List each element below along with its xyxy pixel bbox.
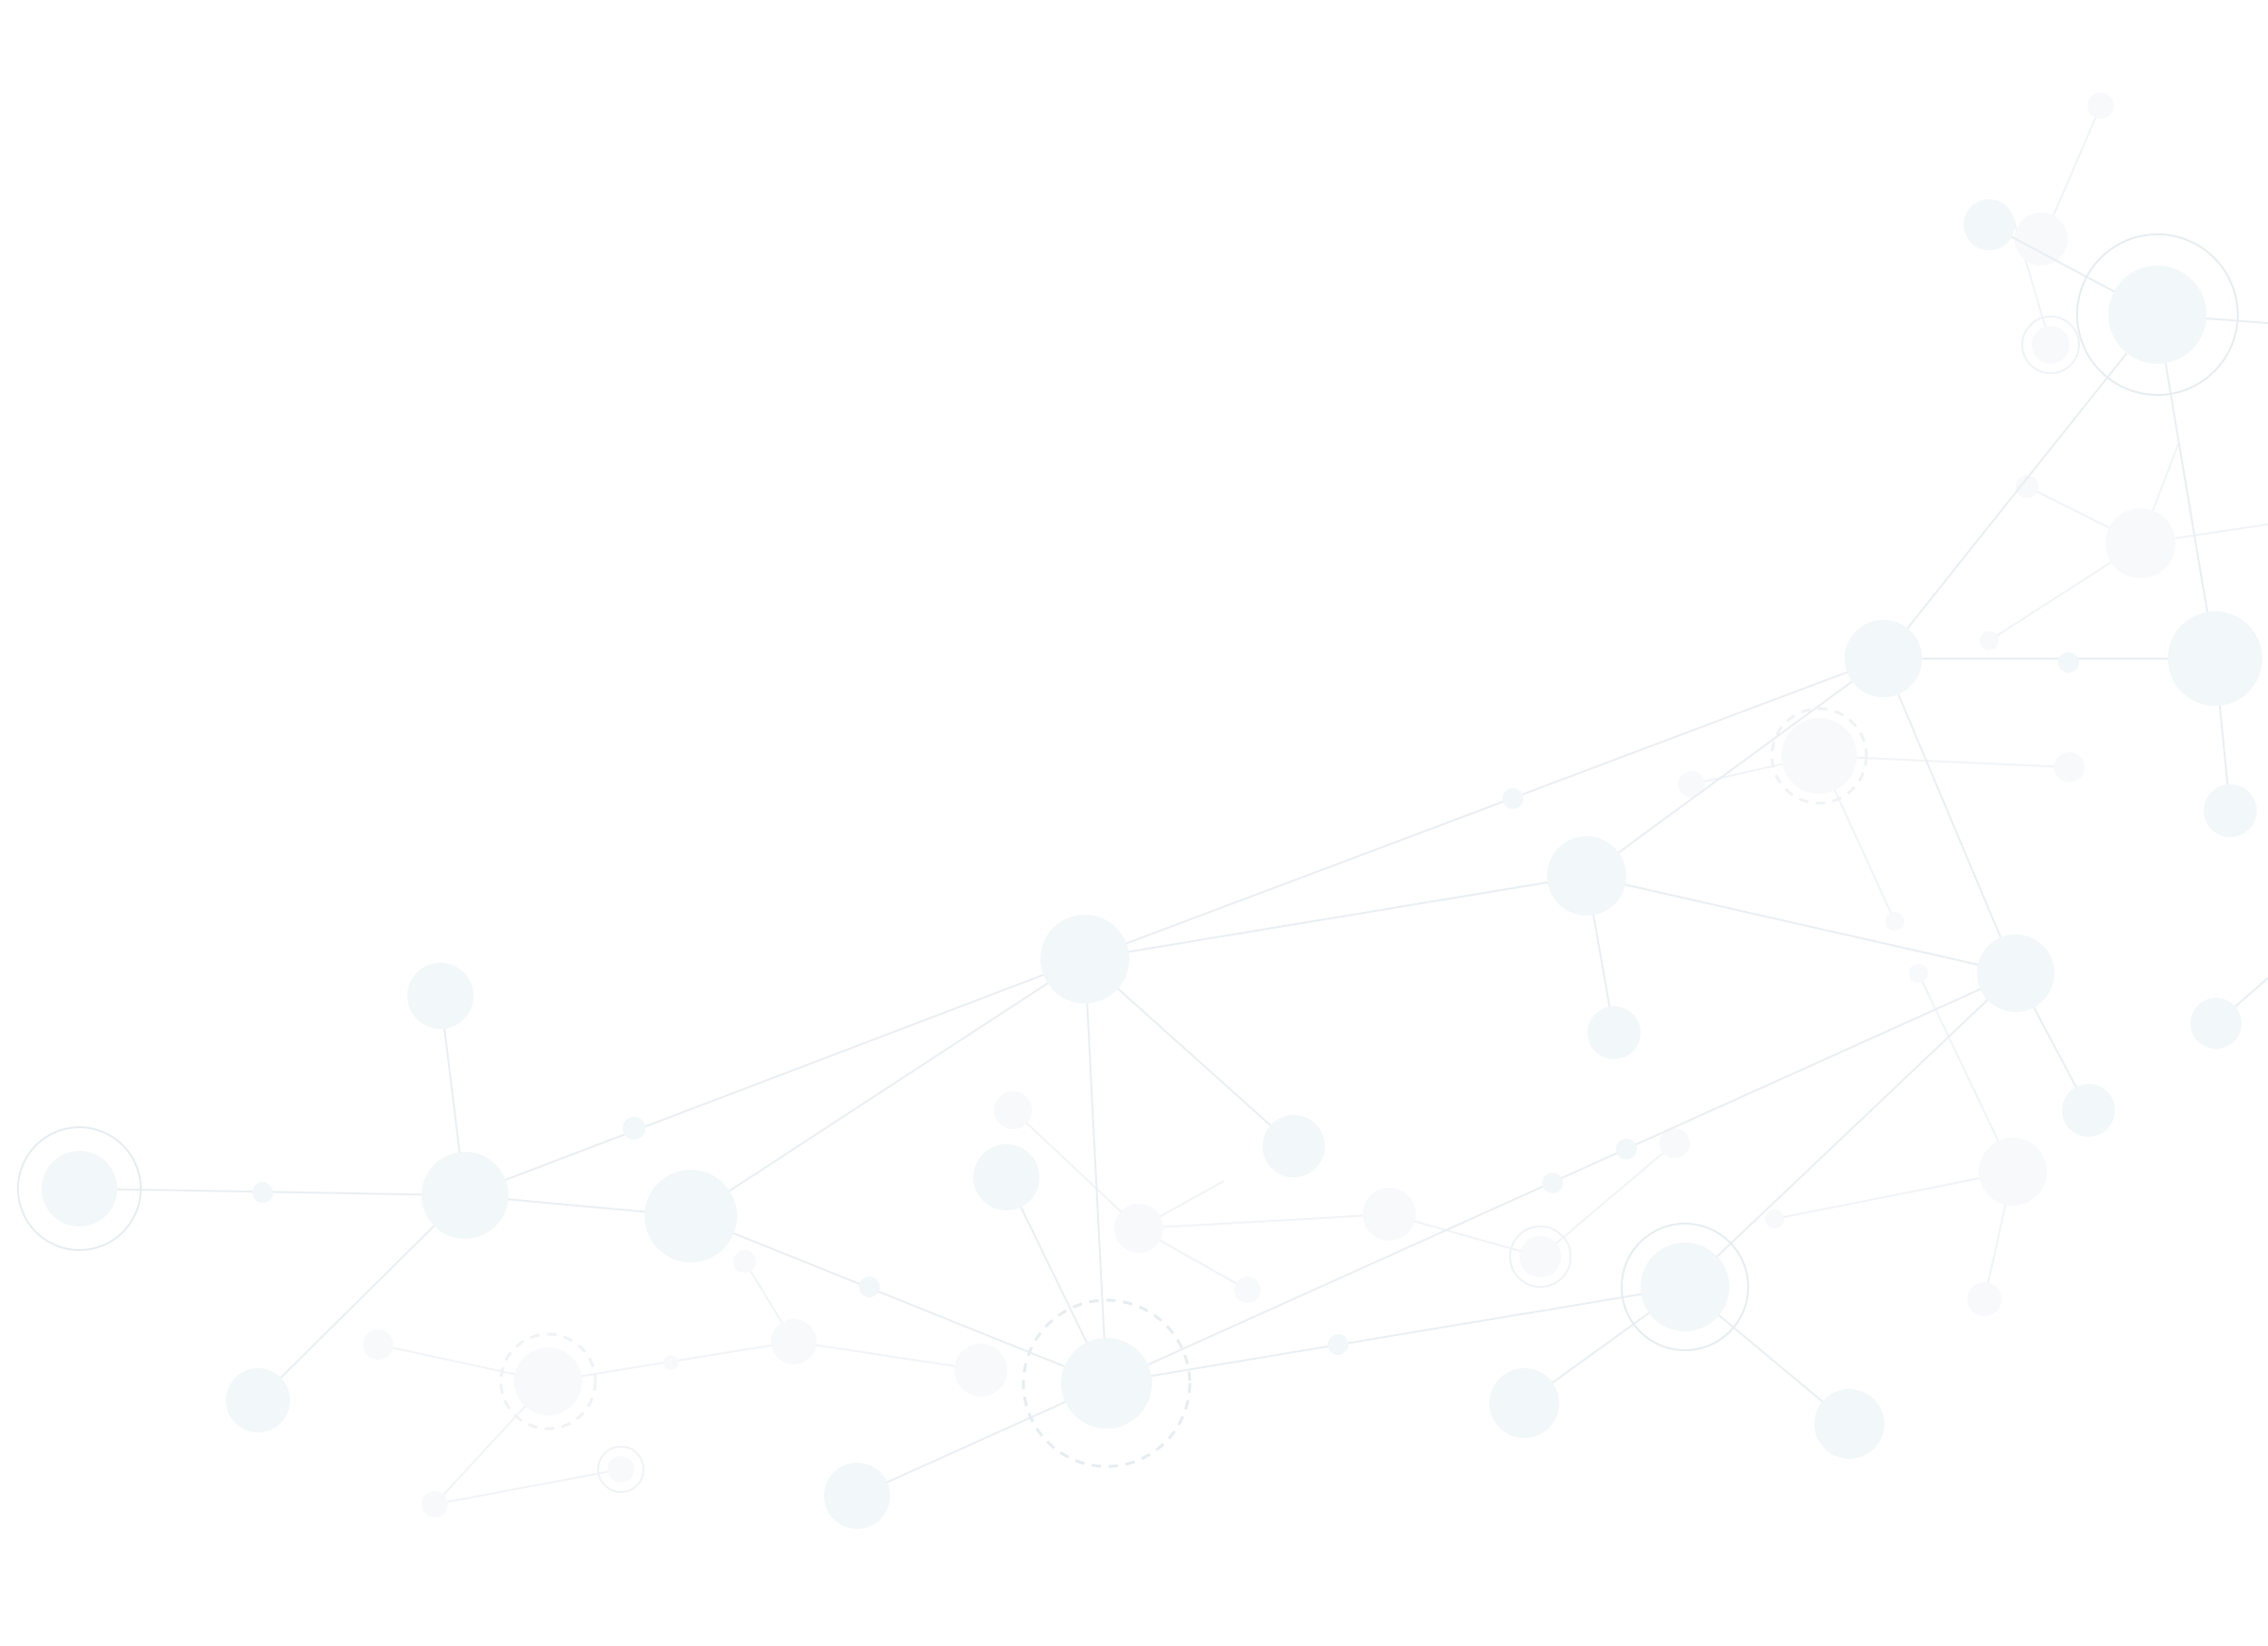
network-node — [1503, 788, 1523, 809]
edge — [257, 1194, 466, 1401]
network-node — [2062, 1084, 2115, 1137]
network-node — [2058, 652, 2079, 673]
edge — [856, 1382, 1108, 1497]
main-nodes — [17, 199, 2262, 1529]
edge — [1084, 658, 1884, 960]
faint-node — [421, 1491, 448, 1517]
faint-node — [771, 1319, 816, 1364]
network-node — [421, 1152, 508, 1239]
faint-node — [1363, 1188, 1416, 1241]
faint-node — [1781, 718, 1857, 794]
network-node — [973, 1144, 1040, 1210]
edge — [464, 958, 1086, 1196]
faint-node — [663, 1355, 679, 1370]
network-node — [1489, 1368, 1559, 1438]
network-node — [1845, 620, 1922, 697]
faint-node — [1678, 771, 1705, 797]
network-node-ring — [1022, 1298, 1192, 1468]
network-node — [1328, 1334, 1349, 1355]
edge — [1084, 958, 1108, 1384]
edge — [1586, 658, 1884, 877]
edge — [1012, 1109, 1140, 1229]
network-node — [623, 1117, 645, 1140]
network-node — [644, 1170, 737, 1262]
network-node — [1542, 1173, 1563, 1193]
network-node — [42, 1151, 117, 1226]
edge — [1138, 1213, 1390, 1229]
network-node — [824, 1463, 890, 1529]
network-node — [1616, 1139, 1637, 1159]
network-node — [859, 1277, 880, 1297]
network-node — [226, 1368, 290, 1432]
edge — [1586, 875, 2017, 974]
edge — [434, 1468, 622, 1505]
faint-node — [2016, 475, 2038, 498]
network-node — [2108, 266, 2207, 364]
faint-node — [1765, 1209, 1784, 1228]
faint-node — [363, 1329, 393, 1360]
network-node-ring — [17, 1126, 142, 1251]
network-node — [1547, 836, 1626, 916]
edge — [1882, 314, 2158, 660]
edge — [793, 1341, 982, 1371]
faint-node — [1234, 1277, 1261, 1303]
network-node — [2191, 998, 2242, 1049]
network-node — [2168, 611, 2262, 706]
edge — [1084, 875, 1588, 960]
faint-node — [2015, 213, 2068, 266]
edge — [690, 958, 1086, 1217]
network-node — [252, 1182, 273, 1203]
main-edges — [78, 224, 2268, 1497]
network-node — [1040, 915, 1129, 1003]
edge — [2156, 314, 2216, 660]
faint-node — [2088, 93, 2114, 119]
faint-node — [2105, 508, 2175, 578]
network-node — [1964, 199, 2015, 250]
edge — [1818, 755, 2070, 768]
network-node — [1263, 1115, 1325, 1177]
network-node-ring — [1621, 1223, 1749, 1351]
faint-node — [1967, 1282, 2002, 1316]
faint-node — [1980, 631, 1999, 650]
network-node — [407, 963, 473, 1029]
edge — [690, 1215, 1108, 1384]
network-node — [1814, 1389, 1884, 1459]
faint-node — [733, 1250, 756, 1273]
edge — [1106, 1286, 1686, 1384]
faint-node — [2054, 752, 2085, 782]
faint-node-ring — [1509, 1226, 1572, 1288]
faint-node — [1885, 912, 1904, 931]
faint-node — [1659, 1128, 1690, 1158]
faint-node — [994, 1091, 1032, 1129]
faint-node-ring — [597, 1446, 644, 1493]
faint-node — [608, 1456, 634, 1483]
faint-node — [1114, 1204, 1163, 1253]
faint-node — [2032, 326, 2070, 364]
edge — [1684, 972, 2017, 1288]
network-node — [1588, 1006, 1641, 1059]
network-node — [1061, 1338, 1152, 1429]
edge — [1539, 1142, 1675, 1258]
faint-node — [1979, 1138, 2047, 1206]
faint-node — [1909, 964, 1928, 983]
faint-node-ring — [499, 1332, 597, 1431]
network-node — [1641, 1243, 1729, 1331]
faint-node — [954, 1344, 1007, 1397]
edge — [1774, 1171, 2014, 1220]
faint-node-ring — [1770, 707, 1868, 805]
faint-node-ring — [2021, 316, 2080, 374]
network-node — [1977, 934, 2054, 1012]
edge — [1882, 658, 2017, 974]
faint-node — [514, 1347, 582, 1415]
edge — [1917, 972, 2014, 1173]
network-node — [2204, 784, 2257, 837]
faint-node — [1520, 1236, 1561, 1277]
network-node-ring — [2076, 233, 2239, 396]
edge — [1084, 958, 1295, 1147]
faint-nodes — [363, 93, 2175, 1517]
